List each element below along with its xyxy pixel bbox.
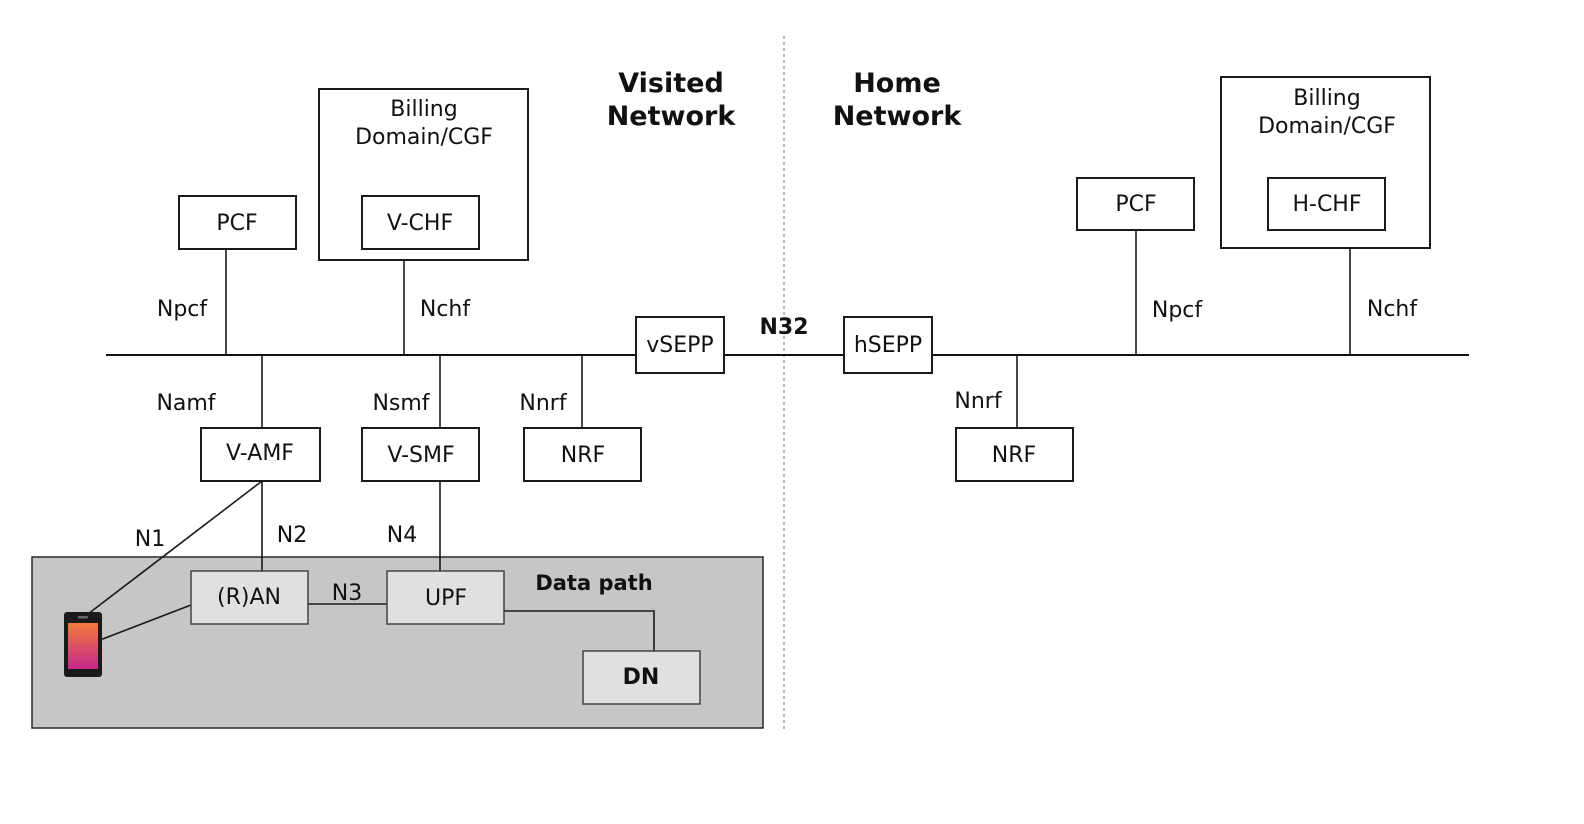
hsepp-label: hSEPP bbox=[854, 333, 922, 358]
h-chf-box bbox=[1267, 177, 1386, 231]
upf-box bbox=[386, 570, 505, 625]
vsepp-box bbox=[635, 316, 725, 374]
v-nrf-label: NRF bbox=[561, 443, 605, 468]
n32-label: N32 bbox=[759, 315, 808, 340]
v-nchf-label: Nchf bbox=[420, 297, 471, 322]
smartphone-icon bbox=[64, 612, 102, 677]
visited-billing-label-2: Domain/CGF bbox=[355, 125, 493, 150]
ran-box bbox=[190, 570, 309, 625]
h-pcf-label: PCF bbox=[1115, 192, 1156, 217]
h-pcf-box bbox=[1076, 177, 1195, 231]
ran-label: (R)AN bbox=[217, 585, 281, 610]
visited-billing-label-1: Billing bbox=[390, 97, 457, 122]
v-nrf-box bbox=[523, 427, 642, 482]
n1-line bbox=[87, 480, 263, 615]
dn-box bbox=[582, 650, 701, 705]
v-pcf-label: PCF bbox=[216, 211, 257, 236]
nsmf-label: Nsmf bbox=[372, 391, 430, 416]
upf-dn-line bbox=[504, 610, 655, 651]
n2-label: N2 bbox=[277, 523, 307, 548]
hsepp-box bbox=[843, 316, 933, 374]
v-smf-label: V-SMF bbox=[387, 443, 454, 468]
v-pcf-box bbox=[178, 195, 297, 250]
h-nchf-label: Nchf bbox=[1367, 297, 1418, 322]
vsepp-label: vSEPP bbox=[646, 333, 713, 358]
home-billing-label-2: Domain/CGF bbox=[1258, 114, 1396, 139]
home-network-title-1: Home bbox=[853, 68, 941, 99]
dn-label: DN bbox=[623, 665, 660, 690]
v-npcf-label: Npcf bbox=[157, 297, 209, 322]
data-path-title: Data path bbox=[535, 571, 652, 595]
n4-label: N4 bbox=[387, 523, 417, 548]
h-nnrf-label: Nnrf bbox=[954, 389, 1002, 414]
h-nrf-box bbox=[955, 427, 1074, 482]
visited-network-title-1: Visited bbox=[618, 68, 724, 99]
n1-label: N1 bbox=[135, 527, 165, 552]
h-nrf-label: NRF bbox=[992, 443, 1036, 468]
v-chf-label: V-CHF bbox=[387, 211, 453, 236]
ue-ran-line bbox=[99, 604, 192, 641]
home-network-title-2: Network bbox=[833, 101, 963, 132]
visited-network-title-2: Network bbox=[607, 101, 737, 132]
v-amf-box bbox=[200, 427, 321, 482]
v-amf-label: V-AMF bbox=[226, 441, 294, 466]
v-smf-box bbox=[361, 427, 480, 482]
h-npcf-label: Npcf bbox=[1152, 298, 1204, 323]
home-billing-label-1: Billing bbox=[1293, 86, 1360, 111]
n3-label: N3 bbox=[332, 581, 362, 606]
namf-label: Namf bbox=[156, 391, 216, 416]
v-nnrf-label: Nnrf bbox=[519, 391, 567, 416]
h-chf-label: H-CHF bbox=[1292, 192, 1361, 217]
upf-label: UPF bbox=[425, 586, 467, 611]
v-chf-box bbox=[361, 195, 480, 250]
